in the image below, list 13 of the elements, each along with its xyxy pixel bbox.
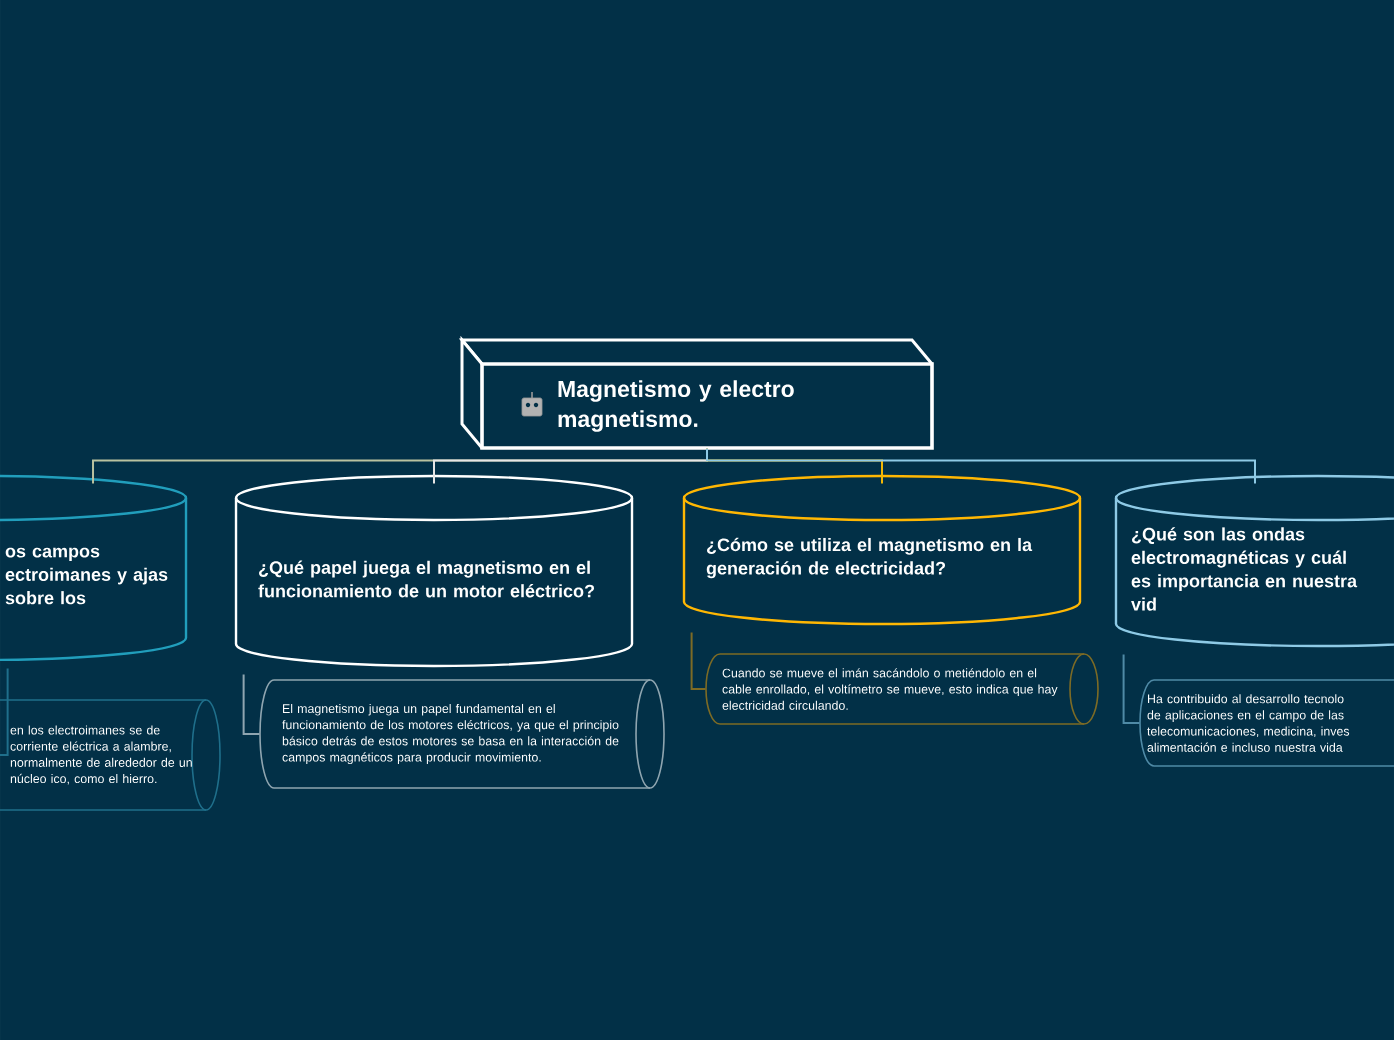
connector-line bbox=[242, 673, 261, 735]
connector-line bbox=[706, 447, 1256, 485]
node-label: ¿Qué papel juega el magnetismo en el funcionamiento de un motor eléctrico? bbox=[258, 560, 595, 598]
node-label: ¿Qué son las ondas electromagnéticas y cuál es importancia en nuestra vid bbox=[1131, 527, 1358, 611]
cylinder-box: ¿Qué son las ondas electromagnéticas y cuál es importancia en nuestra vid bbox=[1114, 474, 1394, 648]
node-label: ¿Cómo se utiliza el magnetismo en la generación de electricidad? bbox=[706, 537, 1033, 579]
cylinder-box: ¿Qué papel juega el magnetismo en el funcionamiento de un motor eléctrico? bbox=[234, 474, 634, 668]
cylinder-box: os campos ectroimanes y ajas sobre los bbox=[0, 474, 188, 662]
cylinder-box: ¿Cómo se utiliza el magnetismo en la generación de electricidad? bbox=[682, 474, 1082, 626]
connector-line bbox=[1122, 653, 1141, 724]
connector-line bbox=[0, 667, 9, 756]
node-label: os campos ectroimanes y ajas sobre los bbox=[5, 547, 168, 605]
connector-line bbox=[690, 631, 707, 690]
